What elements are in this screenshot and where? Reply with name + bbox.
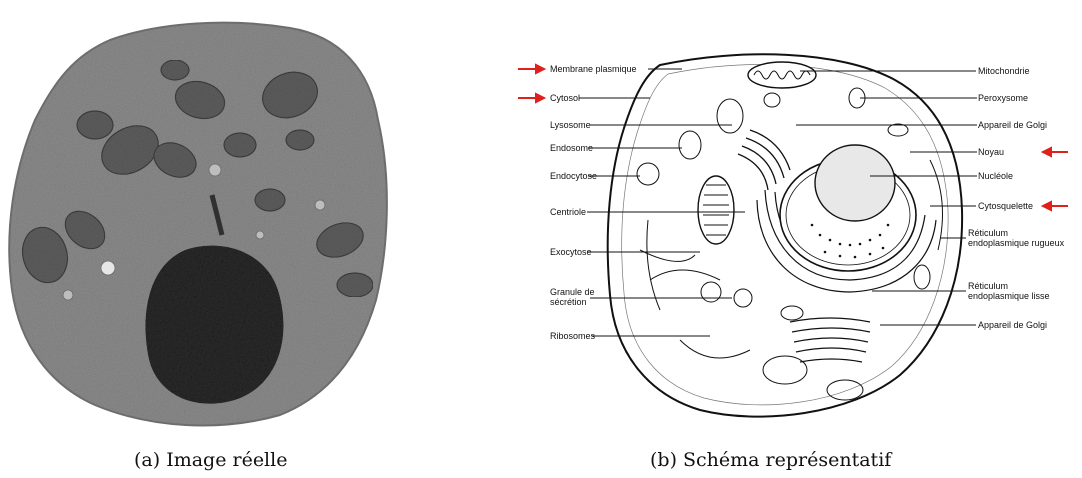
label-endocytose: Endocytose <box>550 171 597 181</box>
label-lysosome: Lysosome <box>550 120 591 130</box>
label-endosome: Endosome <box>550 143 593 153</box>
label-peroxysome: Peroxysome <box>978 93 1028 103</box>
label-granule-secretion: Granule de sécrétion <box>550 287 595 307</box>
lysosome <box>717 99 743 133</box>
label-reticulum-lisse: Réticulum endoplasmique lisse <box>968 281 1050 301</box>
label-ribosomes: Ribosomes <box>550 331 595 341</box>
label-cytosquelette: Cytosquelette <box>978 201 1033 211</box>
caption-schema-representatif: (b) Schéma représentatif <box>650 449 891 471</box>
mitochondrion-top <box>748 62 816 88</box>
label-membrane-plasmique: Membrane plasmique <box>550 64 637 74</box>
label-appareil-golgi-2: Appareil de Golgi <box>978 320 1047 330</box>
label-appareil-golgi-1: Appareil de Golgi <box>978 120 1047 130</box>
label-mitochondrie: Mitochondrie <box>978 66 1030 76</box>
cell-micrograph <box>0 0 410 474</box>
label-noyau: Noyau <box>978 147 1004 157</box>
caption-image-reelle: (a) Image réelle <box>134 449 287 471</box>
label-centriole: Centriole <box>550 207 586 217</box>
micrograph-image <box>0 0 410 474</box>
label-nucleole: Nucléole <box>978 171 1013 181</box>
label-exocytose: Exocytose <box>550 247 592 257</box>
nucleolus <box>815 145 895 221</box>
label-cytosol: Cytosol <box>550 93 580 103</box>
label-reticulum-rugueux: Réticulum endoplasmique rugueux <box>968 228 1064 248</box>
cell-schematic: Membrane plasmique Cytosol Lysosome Endo… <box>500 40 1082 420</box>
mitochondrion-left <box>698 176 734 244</box>
